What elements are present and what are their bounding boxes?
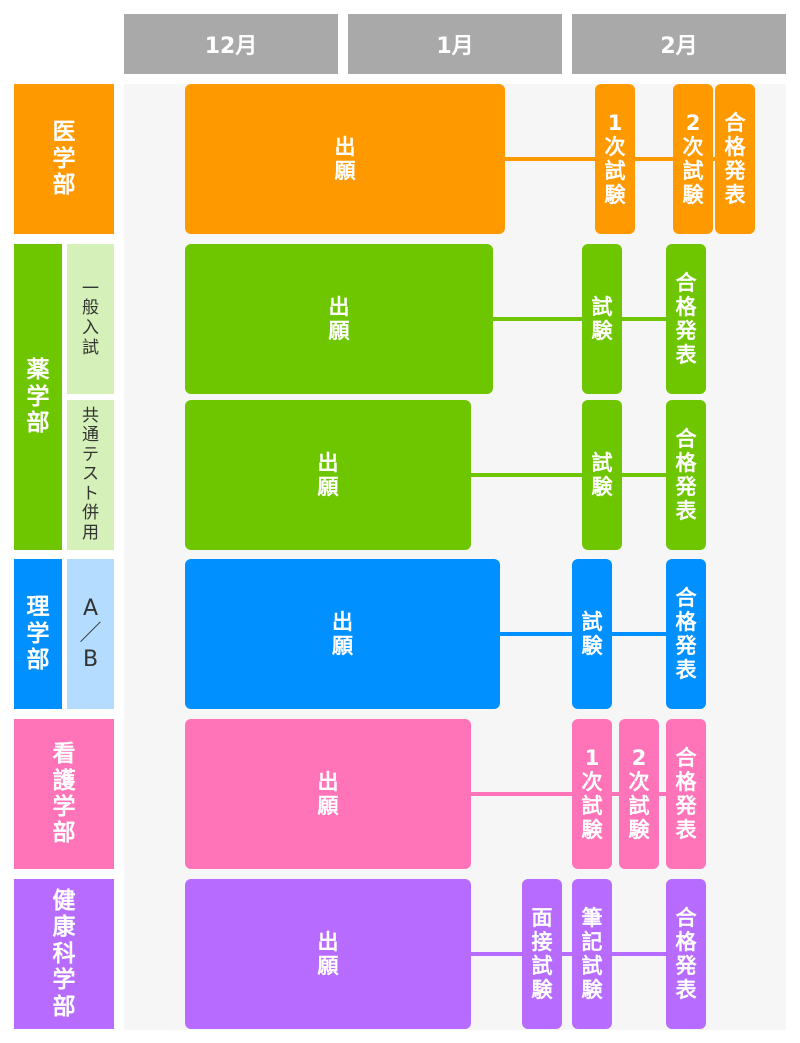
written-exam-bar: 筆記試験 xyxy=(572,879,612,1029)
exam-bar: 試験 xyxy=(582,244,622,394)
result-bar: 合格発表 xyxy=(666,400,706,550)
exam-bar: 試験 xyxy=(572,559,612,709)
month-header-dec: 12月 xyxy=(124,14,338,74)
exam-bar: 試験 xyxy=(582,400,622,550)
result-bar: 合格発表 xyxy=(666,559,706,709)
month-header-jan: 1月 xyxy=(348,14,562,74)
apply-bar: 出願 xyxy=(185,244,493,394)
dept-label-nursing: 看護学部 xyxy=(14,719,114,869)
timeline-connector xyxy=(470,952,670,956)
apply-bar: 出願 xyxy=(185,559,500,709)
apply-bar: 出願 xyxy=(185,400,471,550)
track-label-ab: A／B xyxy=(67,559,114,709)
apply-bar: 出願 xyxy=(185,84,505,234)
result-bar: 合格発表 xyxy=(666,244,706,394)
interview-exam-bar: 面接試験 xyxy=(522,879,562,1029)
first-exam-bar: 1次試験 xyxy=(572,719,612,869)
result-bar: 合格発表 xyxy=(666,719,706,869)
dept-label-health: 健康科学部 xyxy=(14,879,114,1029)
result-bar: 合格発表 xyxy=(666,879,706,1029)
apply-bar: 出願 xyxy=(185,879,471,1029)
dept-label-medicine: 医学部 xyxy=(14,84,114,234)
track-label-common-test: 共通テスト併用 xyxy=(67,400,114,550)
apply-bar: 出願 xyxy=(185,719,471,869)
timeline-background xyxy=(124,84,786,1030)
dept-label-pharmacy: 薬学部 xyxy=(14,244,62,550)
second-exam-bar: 2次試験 xyxy=(619,719,659,869)
timeline-connector xyxy=(470,792,670,796)
first-exam-bar: 1次試験 xyxy=(595,84,635,234)
track-label-general: 一般入試 xyxy=(67,244,114,394)
timeline-connector xyxy=(470,473,670,477)
second-exam-bar: 2次試験 xyxy=(673,84,713,234)
result-bar: 合格発表 xyxy=(715,84,755,234)
month-header-feb: 2月 xyxy=(572,14,786,74)
dept-label-science: 理学部 xyxy=(14,559,62,709)
